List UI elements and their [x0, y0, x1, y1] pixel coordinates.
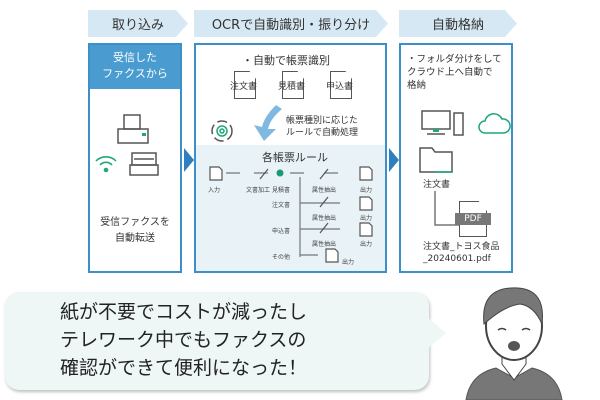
flow-label: 出力 — [360, 241, 373, 248]
branch-label: 注文書 — [272, 202, 291, 209]
rules-flow-diagram — [209, 166, 373, 263]
step-label: 取り込み — [111, 18, 164, 33]
doc-label-quote: 見積書 — [278, 82, 306, 92]
intake-header: 受信した ファクスから — [90, 45, 180, 89]
flow-arrow-icon — [389, 148, 399, 172]
rule-note: 帳票種別に応じた ルールで自動処理 — [286, 116, 359, 138]
fax-machine-icon — [117, 114, 159, 176]
intake-column: 受信した ファクスから 受信ファクスを 自動転送 — [88, 43, 182, 273]
flow-arrow-icon — [184, 148, 194, 172]
bubble-tail — [428, 318, 446, 348]
step-header-2: OCRで自動識別・振り分け — [194, 10, 388, 37]
folder-icon — [419, 147, 453, 173]
folder-label: 注文書 — [423, 180, 451, 190]
pdf-badge: PDF — [455, 213, 491, 225]
ocr-column: ・自動で帳票識別 注文書 見積書 申込書 帳票種別に応じた ルールで自動処理 各… — [194, 43, 387, 273]
storage-column: ・フォルダ分けをして クラウド上へ自動で 格納 注文書 PDF 注文書_トヨス食… — [399, 43, 513, 273]
person-avatar-icon — [465, 287, 563, 400]
flow-label: 出力 — [360, 215, 373, 222]
rules-panel: 各帳票ルール 入力 文書加工 見積書 属性抽出 出力 注文書 属性抽出 出力 申… — [196, 145, 385, 271]
step-header-3: 自動格納 — [399, 10, 517, 37]
rules-title: 各帳票ルール — [262, 151, 328, 164]
intake-caption: 受信ファクスを 自動転送 — [100, 217, 170, 244]
flow-label: 見積書 — [272, 187, 291, 194]
step-header-1: 取り込み — [88, 10, 188, 37]
storage-title: ・フォルダ分けをして クラウド上へ自動で 格納 — [407, 54, 502, 91]
pdf-filename: 注文書_トヨス食品 _20240601.pdf — [423, 242, 500, 264]
flow-label: 属性抽出 — [312, 215, 337, 222]
flow-label: 出力 — [360, 187, 373, 194]
flow-label: 属性抽出 — [312, 241, 337, 248]
cloud-icon — [478, 113, 511, 134]
branch-label: その他 — [272, 254, 291, 261]
flow-label: 属性抽出 — [312, 187, 337, 194]
step-label: 自動格納 — [431, 18, 484, 33]
computer-icon — [421, 110, 464, 136]
curved-arrow-icon — [254, 105, 282, 141]
speech-text: 紙が不要でコストが減ったし テレワーク中でもファクスの 確認ができて便利になった… — [60, 301, 308, 379]
auto-identify-title: ・自動で帳票識別 — [242, 54, 330, 67]
connector-line — [434, 191, 459, 226]
speech-bubble: 紙が不要でコストが減ったし テレワーク中でもファクスの 確認ができて便利になった… — [5, 292, 429, 390]
document-icon — [234, 71, 256, 99]
branch-label: 申込書 — [272, 228, 291, 235]
flow-label: 出力 — [342, 259, 355, 266]
document-icon — [282, 71, 304, 99]
gear-cycle-icon — [211, 120, 233, 142]
step-label: OCRで自動識別・振り分け — [211, 18, 371, 33]
doc-label-order: 注文書 — [230, 82, 258, 92]
document-icon — [330, 71, 352, 99]
wifi-icon — [95, 156, 117, 173]
flow-label: 文書加工 — [246, 187, 271, 194]
doc-label-application: 申込書 — [326, 82, 354, 92]
flow-label: 入力 — [208, 187, 221, 194]
